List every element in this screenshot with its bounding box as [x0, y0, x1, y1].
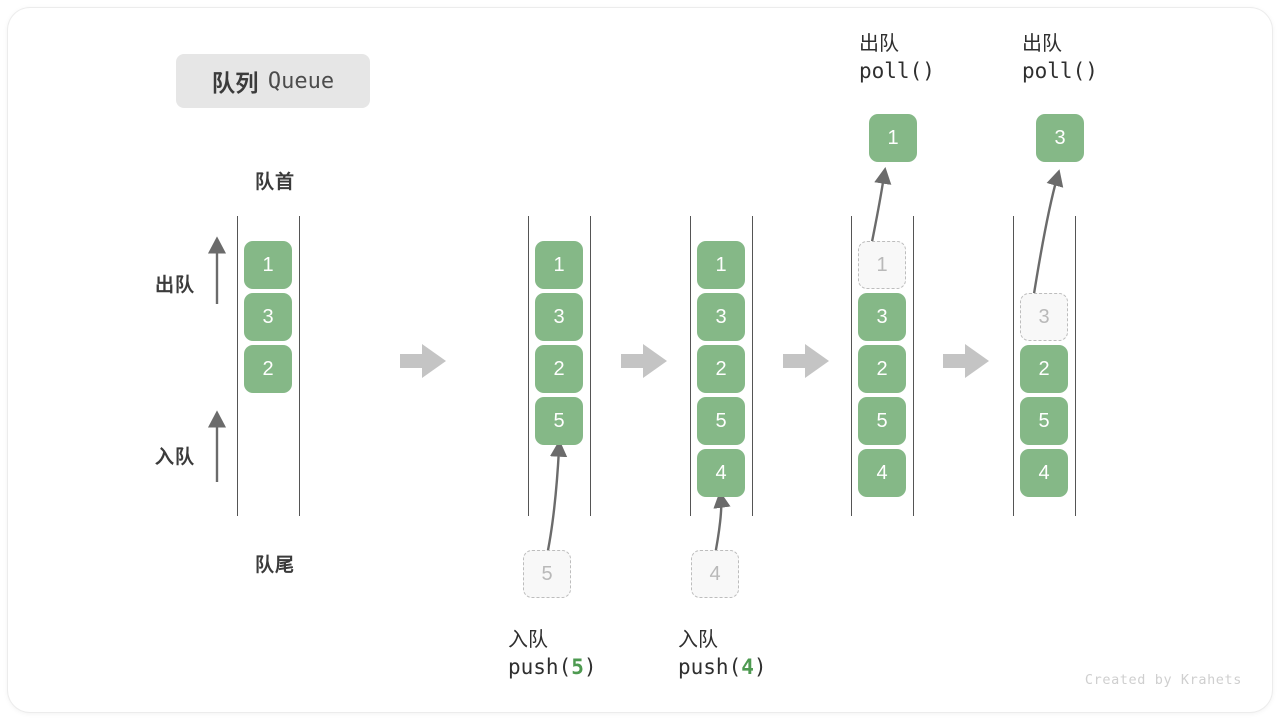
- caption-poll1-code: poll(): [859, 58, 935, 83]
- rail-left: [528, 216, 529, 516]
- caption-poll2-code: poll(): [1022, 58, 1098, 83]
- queue-slot: 2: [535, 345, 583, 393]
- rail-left: [851, 216, 852, 516]
- caption-poll2-cn: 出队: [1022, 33, 1062, 55]
- caption-push5-cn: 入队: [508, 629, 548, 651]
- push4-close: ): [753, 654, 767, 679]
- queue-column-after-push4: 1 3 2 5 4: [690, 216, 754, 516]
- queue-slot: 5: [1020, 397, 1068, 445]
- side-label-dequeue: 出队: [155, 275, 196, 296]
- caption-push4: 入队 push(4): [678, 628, 767, 680]
- pending-push-box-5: 5: [523, 550, 571, 598]
- caption-push5: 入队 push(5): [508, 628, 597, 680]
- title-cn: 队列: [211, 70, 259, 96]
- queue-tail-label: 队尾: [254, 555, 295, 576]
- queue-slot: 1: [697, 241, 745, 289]
- diagram-card: 队列 Queue 队首 队尾 出队 入队 1 3 2 1 3 2 5 1 3 2…: [8, 8, 1272, 712]
- push5-close: ): [583, 654, 597, 679]
- queue-slot: 1: [535, 241, 583, 289]
- queue-slot: 5: [858, 397, 906, 445]
- queue-slot-ghost: 1: [858, 241, 906, 289]
- push5-arg: 5: [571, 654, 584, 679]
- queue-slot: 4: [1020, 449, 1068, 497]
- queue-slot: 1: [244, 241, 292, 289]
- rail-left: [1013, 216, 1014, 516]
- rail-left: [690, 216, 691, 516]
- queue-slot: 3: [535, 293, 583, 341]
- caption-push4-code: push(4): [678, 654, 767, 681]
- queue-column-initial: 1 3 2: [237, 216, 301, 516]
- queue-slot: 4: [697, 449, 745, 497]
- rail-right: [299, 216, 300, 516]
- push5-fn: push(: [508, 654, 572, 679]
- queue-slot: 3: [244, 293, 292, 341]
- title-en: Queue: [267, 68, 335, 94]
- queue-column-poll3: 3 2 5 4: [1013, 216, 1077, 516]
- pending-push-box-4: 4: [691, 550, 739, 598]
- queue-slot: 3: [697, 293, 745, 341]
- queue-slot: 2: [244, 345, 292, 393]
- title-badge: 队列 Queue: [176, 54, 370, 108]
- transition-arrow-3: [783, 344, 829, 378]
- queue-slot: 4: [858, 449, 906, 497]
- queue-slot: 2: [858, 345, 906, 393]
- push4-arg: 4: [741, 654, 754, 679]
- watermark: Created by Krahets: [1084, 672, 1242, 688]
- transition-arrow-4: [943, 344, 989, 378]
- queue-column-after-push5: 1 3 2 5: [528, 216, 592, 516]
- queue-slot: 2: [1020, 345, 1068, 393]
- rail-right: [590, 216, 591, 516]
- side-label-enqueue: 入队: [155, 447, 196, 468]
- queue-slot: 2: [697, 345, 745, 393]
- rail-left: [237, 216, 238, 516]
- poll-result-box-3: 3: [1036, 114, 1084, 162]
- queue-slot: 3: [858, 293, 906, 341]
- rail-right: [752, 216, 753, 516]
- push4-fn: push(: [678, 654, 742, 679]
- caption-poll1: 出队 poll(): [859, 32, 935, 84]
- queue-slot: 5: [697, 397, 745, 445]
- transition-arrow-1: [400, 344, 446, 378]
- caption-poll1-cn: 出队: [859, 33, 899, 55]
- queue-slot-ghost: 3: [1020, 293, 1068, 341]
- caption-push5-code: push(5): [508, 654, 597, 681]
- rail-right: [913, 216, 914, 516]
- queue-column-poll1: 1 3 2 5 4: [851, 216, 915, 516]
- caption-push4-cn: 入队: [678, 629, 718, 651]
- transition-arrow-2: [621, 344, 667, 378]
- queue-slot: 5: [535, 397, 583, 445]
- poll-result-box-1: 1: [869, 114, 917, 162]
- rail-right: [1075, 216, 1076, 516]
- caption-poll2: 出队 poll(): [1022, 32, 1098, 84]
- queue-head-label: 队首: [254, 172, 295, 193]
- arrow-overlay: [207, 166, 1064, 561]
